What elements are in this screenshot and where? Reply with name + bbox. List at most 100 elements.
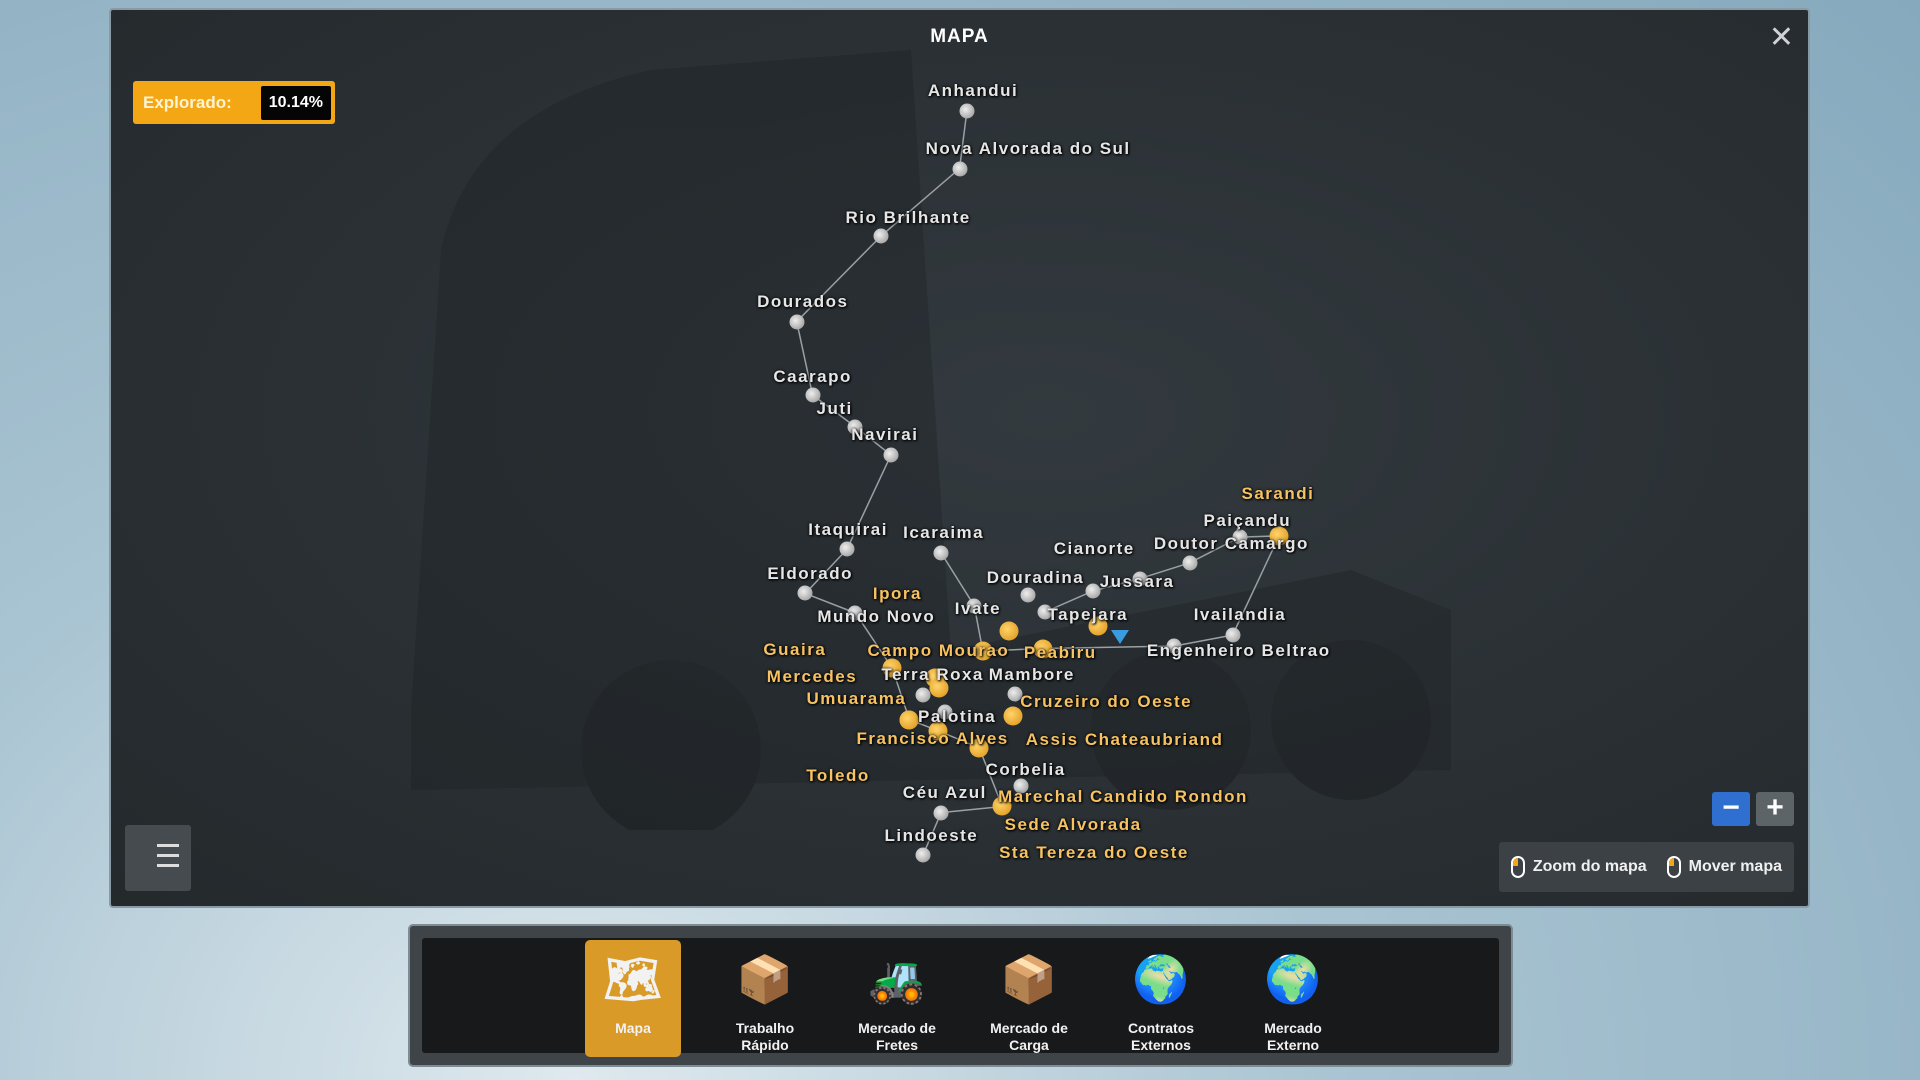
city-marker[interactable]: [937, 704, 953, 720]
city-label: Sede Alvorada: [1004, 814, 1142, 834]
city-marker[interactable]: [882, 658, 902, 678]
city-marker[interactable]: [915, 847, 931, 863]
city-label: Mundo Novo: [817, 606, 936, 626]
hint-move: Mover mapa: [1688, 858, 1782, 876]
city-label: Ipora: [872, 583, 922, 603]
mouse-scroll-icon: [1510, 856, 1525, 878]
city-marker[interactable]: [797, 585, 813, 601]
globe-contracts-icon: 🌍: [1132, 953, 1190, 1005]
mouse-drag-icon: [1666, 856, 1681, 878]
city-marker[interactable]: [789, 314, 805, 330]
city-label: Céu Azul: [902, 783, 987, 803]
city-label: Douradina: [986, 567, 1085, 587]
explored-value: 10.14%: [260, 85, 331, 120]
city-label: Toledo: [806, 765, 870, 785]
truck-background: [411, 50, 1451, 830]
city-label: Terra Roxa: [881, 665, 984, 685]
city-marker[interactable]: [999, 621, 1019, 641]
city-marker[interactable]: [1085, 583, 1101, 599]
city-label: Guaira: [763, 639, 827, 659]
city-label: Cruzeiro do Oeste: [1020, 692, 1193, 712]
city-marker[interactable]: [839, 541, 855, 557]
city-marker[interactable]: [915, 687, 931, 703]
city-marker[interactable]: [933, 545, 949, 561]
tab-label-2: Externos: [1131, 1037, 1191, 1053]
city-marker[interactable]: [959, 103, 975, 119]
close-icon[interactable]: ✕: [1768, 21, 1794, 54]
city-marker[interactable]: [899, 710, 919, 730]
city-label: Paiçandu: [1203, 511, 1292, 531]
city-label: Nova Alvorada do Sul: [925, 138, 1131, 158]
city-marker[interactable]: [883, 447, 899, 463]
city-marker[interactable]: [952, 161, 968, 177]
city-label: Engenheiro Beltrao: [1146, 640, 1331, 660]
legend-button[interactable]: [125, 825, 191, 891]
city-label: Ivate: [954, 599, 1002, 619]
city-label: Mercedes: [766, 666, 858, 686]
city-marker[interactable]: [973, 641, 993, 661]
city-marker[interactable]: [933, 805, 949, 821]
city-label: Cianorte: [1053, 539, 1135, 559]
city-label: Dourados: [757, 292, 849, 311]
city-label: Peabiru: [1023, 643, 1097, 663]
city-marker[interactable]: [1037, 604, 1053, 620]
city-marker[interactable]: [1020, 587, 1036, 603]
city-marker[interactable]: [992, 796, 1012, 816]
city-label: Rio Brilhante: [845, 207, 971, 227]
city-label: Francisco Alves: [856, 729, 1009, 749]
city-marker[interactable]: [1013, 778, 1029, 794]
city-marker[interactable]: [873, 228, 889, 244]
city-marker[interactable]: [929, 678, 949, 698]
zoom-out-button[interactable]: −: [1712, 792, 1750, 826]
city-marker[interactable]: [847, 419, 863, 435]
city-label: Ivailandia: [1193, 605, 1287, 625]
tab-europe-map[interactable]: 🗺 Mapa: [585, 940, 681, 1057]
city-label: Jussara: [1099, 572, 1175, 592]
city-marker[interactable]: [1269, 526, 1289, 546]
city-label: Itaquirai: [808, 519, 888, 539]
controls-hint: Zoom do mapa Mover mapa: [1498, 842, 1794, 892]
city-marker[interactable]: [966, 598, 982, 614]
explored-label: Explorado:: [143, 92, 232, 112]
city-label: Icaraima: [903, 523, 985, 543]
city-marker[interactable]: [1088, 616, 1108, 636]
city-label: Marechal Candido Rondon: [998, 786, 1248, 806]
city-label: Juti: [816, 398, 853, 418]
city-marker[interactable]: [928, 721, 947, 741]
city-marker[interactable]: [1007, 686, 1023, 702]
city-marker[interactable]: [1033, 639, 1053, 659]
city-marker[interactable]: [1132, 571, 1148, 587]
city-label: Campo Mourao: [867, 640, 1010, 660]
city-label: Eldorado: [767, 563, 853, 583]
city-marker[interactable]: [1225, 627, 1241, 643]
city-label: Sarandi: [1241, 484, 1315, 504]
tab-label-1: Contratos: [1127, 1020, 1195, 1036]
city-label: Tapejara: [1047, 605, 1129, 625]
city-marker[interactable]: [1232, 529, 1248, 545]
window-title: MAPA: [930, 26, 989, 47]
city-marker[interactable]: [969, 738, 989, 758]
zoom-in-button[interactable]: +: [1756, 792, 1794, 826]
europe-map-icon: 🗺: [603, 953, 663, 1005]
city-label: Assis Chateaubriand: [1025, 730, 1224, 750]
city-marker[interactable]: [805, 387, 821, 403]
globe-market-icon: 🌍: [1264, 953, 1322, 1005]
hint-zoom: Zoom do mapa: [1532, 858, 1647, 876]
city-label: Corbelia: [985, 759, 1066, 779]
tab-label-1: Trabalho: [735, 1020, 795, 1036]
tab-label-1: Mapa: [615, 1020, 651, 1036]
city-label: Palotina: [918, 707, 997, 727]
city-label: Mambore: [988, 665, 1075, 685]
city-marker[interactable]: [847, 605, 863, 621]
city-marker[interactable]: [1166, 638, 1182, 654]
city-marker[interactable]: [1003, 706, 1023, 726]
tab-label-2: Rápido: [741, 1037, 789, 1053]
city-label: Caarapo: [773, 366, 852, 386]
city-marker[interactable]: [1182, 555, 1198, 571]
